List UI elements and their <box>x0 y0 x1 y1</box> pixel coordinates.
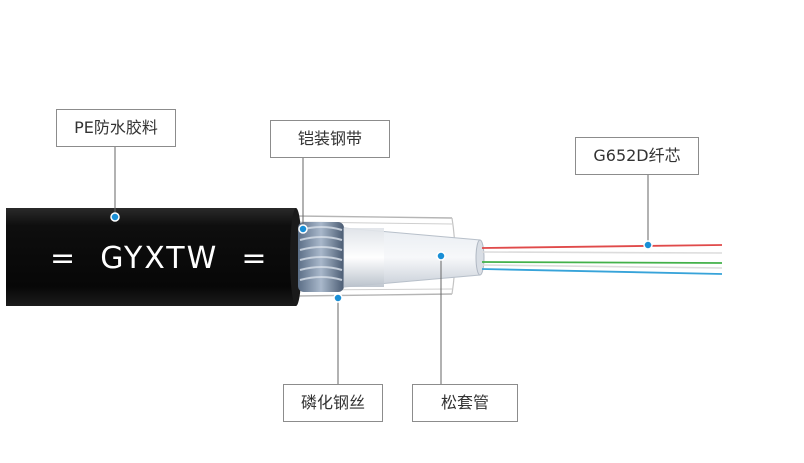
pe-jacket <box>6 208 302 306</box>
dot-armor-tape <box>298 224 308 234</box>
label-armor-tape: 铠装钢带 <box>270 120 390 158</box>
steel-armor-coil <box>298 222 344 292</box>
leader-lines <box>114 147 649 384</box>
fiber-red <box>481 244 723 249</box>
fiber-cores <box>481 244 723 275</box>
dot-loose-tube <box>436 251 446 261</box>
leader-dots <box>110 212 653 303</box>
label-pe-jacket: PE防水胶料 <box>56 109 176 147</box>
fiber-green <box>481 261 723 264</box>
dot-fiber-core <box>643 240 653 250</box>
label-phosphated-wire: 磷化钢丝 <box>283 384 383 422</box>
loose-tube <box>343 227 485 288</box>
fiber-blue <box>481 268 723 275</box>
dot-pe-jacket <box>110 212 120 222</box>
cable-print-text: = GYXTW = <box>50 240 269 276</box>
fiber-white-2 <box>481 264 723 269</box>
dot-phosphated-wire <box>333 293 343 303</box>
fiber-white-1 <box>481 251 723 254</box>
label-loose-tube: 松套管 <box>412 384 518 422</box>
label-fiber-core: G652D纤芯 <box>575 137 699 175</box>
